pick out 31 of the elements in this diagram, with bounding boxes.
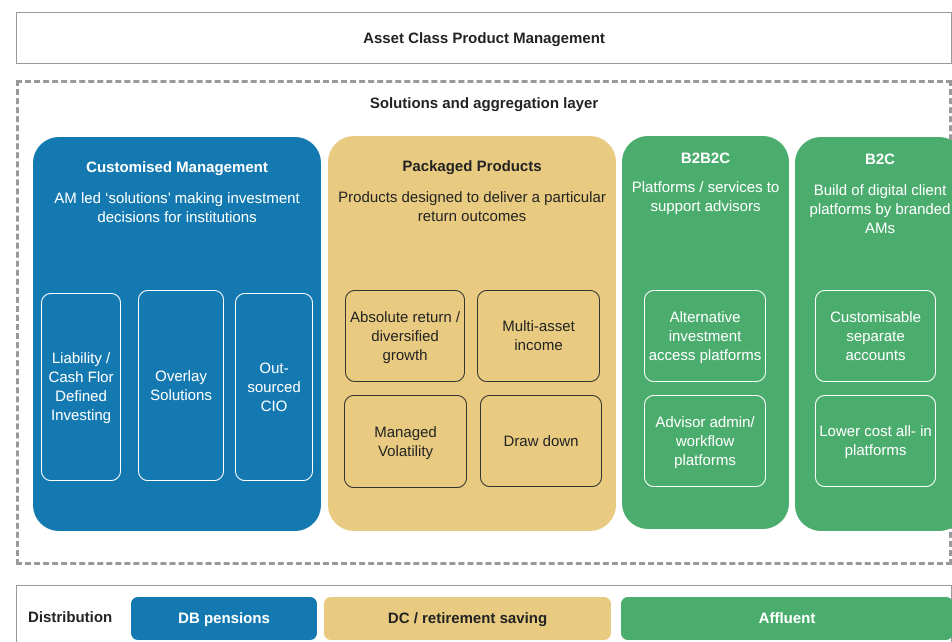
distribution-bar — [16, 585, 952, 642]
product-box: Managed Volatility — [344, 395, 467, 488]
panel-description: Products designed to deliver a particular return outcomes — [337, 188, 607, 226]
panel-heading: B2B2C — [680, 150, 732, 167]
panel-heading: B2C — [864, 151, 896, 168]
product-box: Overlay Solutions — [138, 290, 224, 481]
row-label: Distribution — [28, 609, 112, 626]
segment-panel — [622, 136, 789, 529]
product-box: Lower cost all- in platforms — [815, 395, 936, 487]
product-box: Out- sourced CIO — [235, 293, 313, 481]
header-bar: Asset Class Product Management — [16, 12, 952, 64]
product-box: Alternative investment access platforms — [644, 290, 766, 382]
panel-description: Platforms / services to support advisors — [630, 178, 780, 216]
panel-description: Build of digital client platforms by branded AMs — [808, 181, 952, 238]
product-box: Draw down — [480, 395, 602, 487]
layer-heading: Solutions and aggregation layer — [368, 95, 600, 112]
product-box: Multi-asset income — [477, 290, 600, 382]
panel-description: AM led ‘solutions’ making investment decisions for institutions — [53, 189, 301, 227]
layer-band — [16, 80, 952, 565]
segment-panel — [795, 137, 952, 531]
channel-label: DC / retirement saving — [324, 597, 611, 640]
channel-label: Affluent — [621, 597, 952, 640]
panel-heading: Customised Management — [85, 159, 269, 176]
product-box: Liability / Cash Flor Defined Investing — [41, 293, 121, 481]
segment-panel — [33, 137, 321, 531]
product-box: Advisor admin/ workflow platforms — [644, 395, 766, 487]
segment-panel — [328, 136, 616, 531]
channel-label: DB pensions — [131, 597, 317, 640]
product-box: Customisable separate accounts — [815, 290, 936, 382]
panel-heading: Packaged Products — [401, 158, 543, 175]
product-box: Absolute return / diversified growth — [345, 290, 465, 382]
